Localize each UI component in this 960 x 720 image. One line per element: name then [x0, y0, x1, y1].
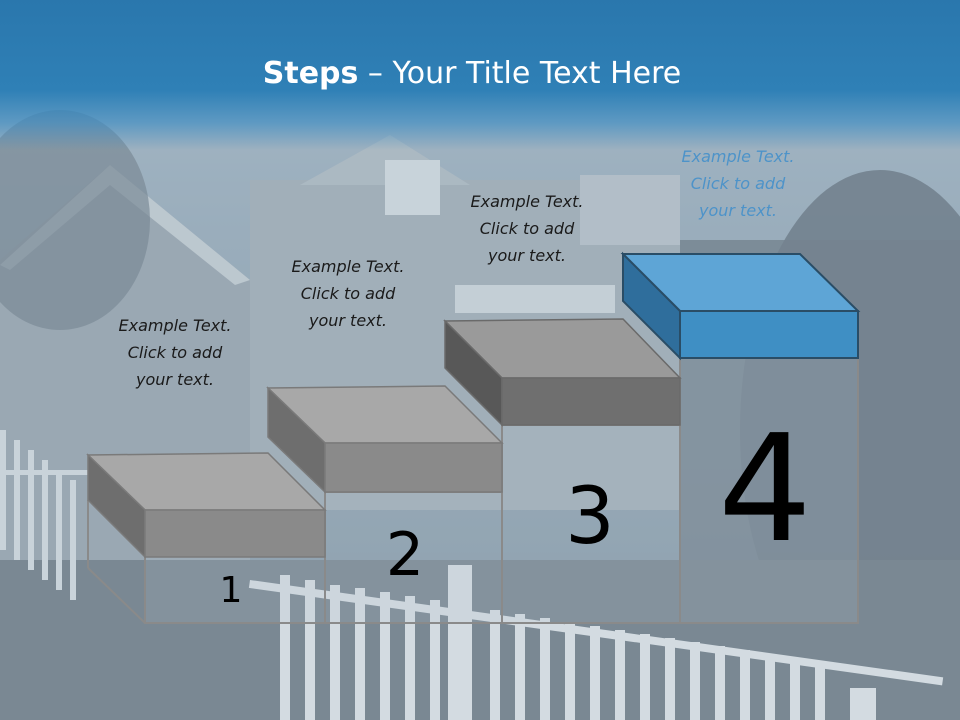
- step-block-4[interactable]: [620, 251, 861, 361]
- title-bar: [0, 0, 960, 150]
- step-4-number: 4: [717, 403, 813, 575]
- step-block-1[interactable]: [86, 452, 327, 559]
- step-3-caption[interactable]: Example Text. Click to add your text.: [470, 192, 584, 265]
- step-block-3[interactable]: [443, 318, 682, 427]
- slide-title[interactable]: Steps – Your Title Text Here: [0, 56, 944, 91]
- step-4-caption[interactable]: Example Text. Click to add your text.: [681, 147, 795, 220]
- step-2-caption[interactable]: Example Text. Click to add your text.: [291, 257, 405, 330]
- step-1-caption[interactable]: Example Text. Click to add your text.: [118, 316, 232, 389]
- step-block-2[interactable]: [266, 385, 504, 494]
- step-2-number: 2: [385, 520, 425, 590]
- title-rest: – Your Title Text Here: [358, 56, 682, 91]
- title-bold: Steps: [262, 56, 359, 91]
- step-3-number: 3: [565, 472, 615, 562]
- step-1-number: 1: [219, 570, 243, 611]
